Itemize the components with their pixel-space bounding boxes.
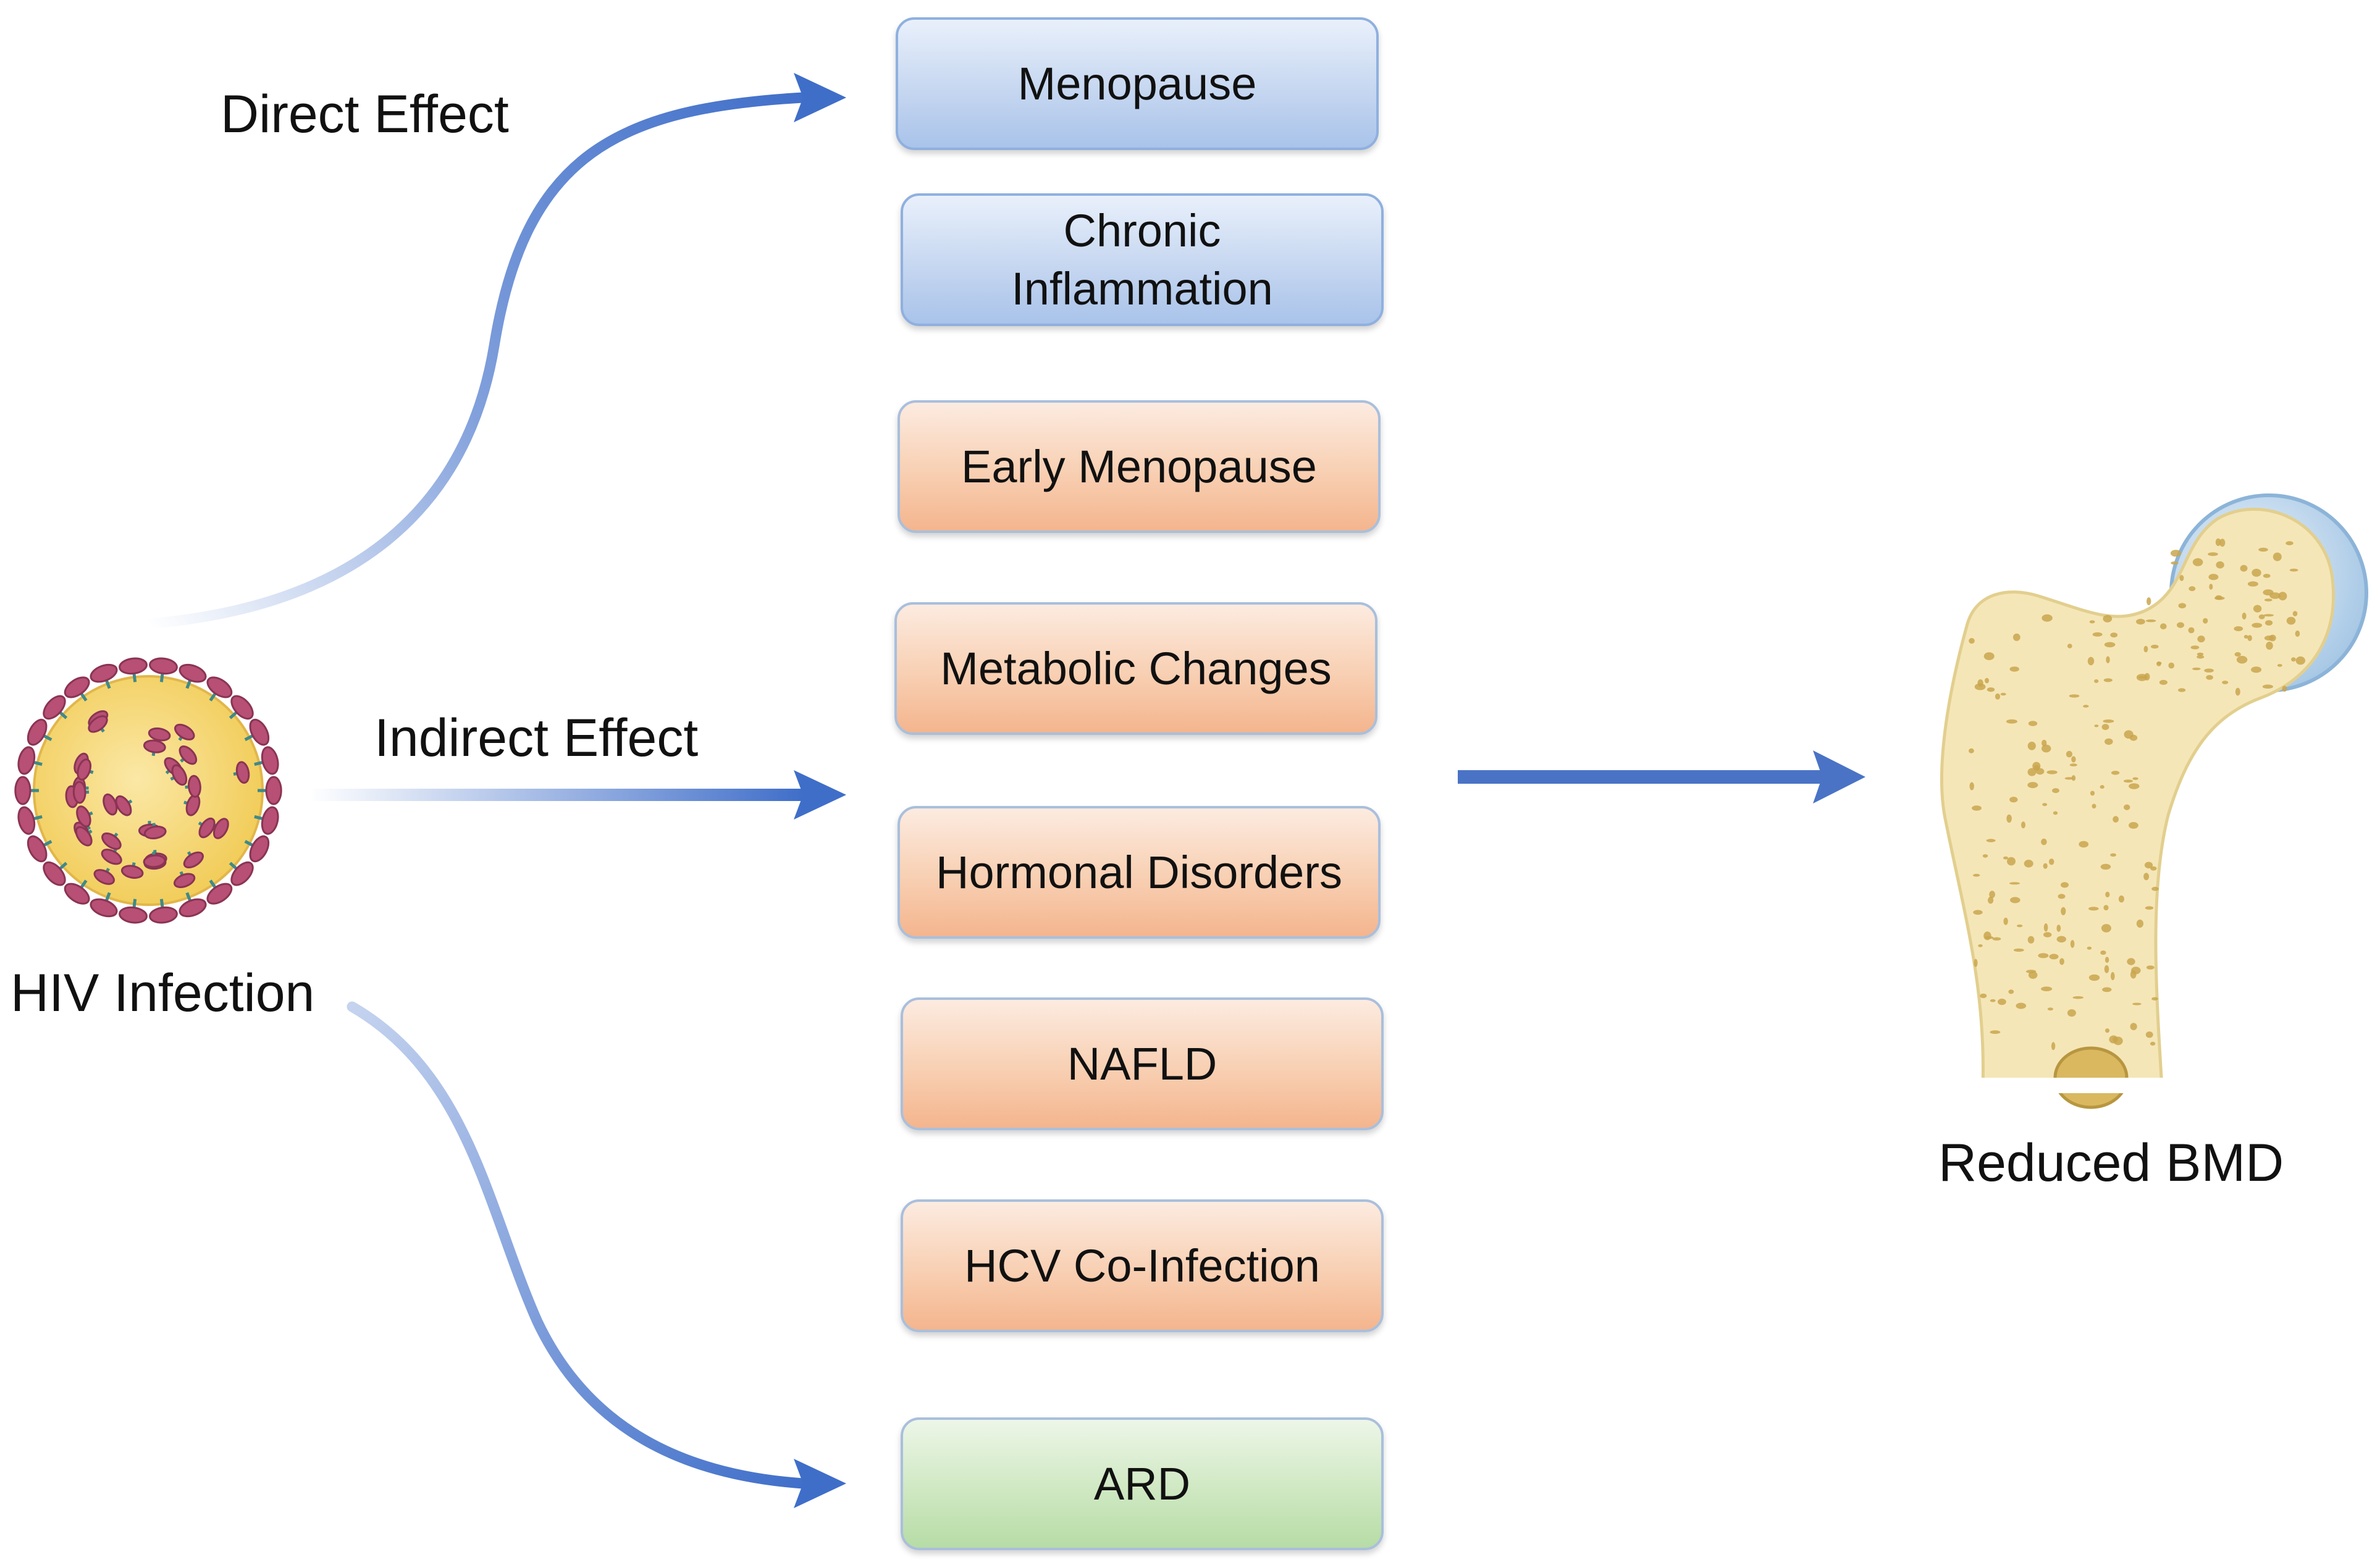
factor-box-hormonal-disorders: Hormonal Disorders <box>898 806 1381 939</box>
indirect-effect-arrow <box>312 770 846 820</box>
factor-box-menopause: Menopause <box>896 17 1379 150</box>
hiv-infection-label: HIV Infection <box>11 963 315 1023</box>
factor-label: NAFLD <box>1067 1038 1217 1089</box>
indirect-effect-label: Indirect Effect <box>374 708 699 768</box>
direct-effect-label: Direct Effect <box>221 85 509 144</box>
femur-bone-icon <box>1940 493 2368 1109</box>
factor-label: Early Menopause <box>961 440 1317 492</box>
factor-label: Hormonal Disorders <box>936 846 1342 898</box>
factor-box-nafld: NAFLD <box>901 997 1384 1130</box>
outcome-arrow <box>1458 750 1865 803</box>
factor-box-hcv-co-infection: HCV Co-Infection <box>901 1199 1384 1332</box>
factor-label: ARD <box>1093 1458 1191 1509</box>
bone-pores <box>1969 538 2305 1051</box>
factor-label: Menopause <box>1017 57 1257 109</box>
reduced-bmd-label: Reduced BMD <box>1938 1133 2284 1193</box>
factor-box-metabolic-changes: Metabolic Changes <box>894 602 1377 735</box>
hiv-virus-icon <box>14 657 282 924</box>
direct-effect-arrow <box>143 73 846 629</box>
factor-box-chronic-inflammation: Chronic Inflammation <box>901 193 1384 326</box>
factor-label: Metabolic Changes <box>940 642 1332 694</box>
ard-arrow <box>347 1001 846 1508</box>
factor-box-ard: ARD <box>901 1417 1384 1550</box>
factor-box-early-menopause: Early Menopause <box>898 400 1381 533</box>
factor-label: HCV Co-Infection <box>964 1240 1320 1291</box>
factor-label: Chronic Inflammation <box>1011 204 1273 314</box>
